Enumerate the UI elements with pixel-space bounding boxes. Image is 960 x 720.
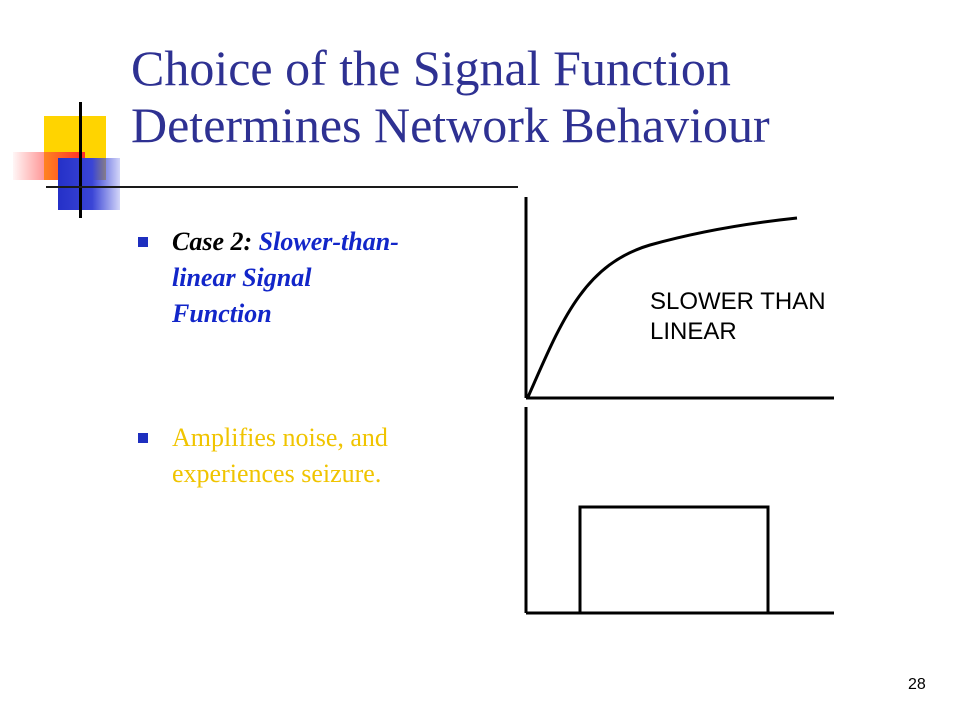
rectangular-pulse <box>578 505 770 613</box>
case-line-1: Slower-than- <box>258 227 399 256</box>
bullet-marker-1 <box>138 237 148 247</box>
decor-vertical-line <box>79 102 82 218</box>
case-prefix: Case 2: <box>172 227 259 256</box>
page-number: 28 <box>908 676 926 693</box>
slide-title: Choice of the Signal Function Determines… <box>131 40 931 154</box>
bullet-case-2: Case 2: Slower-than- linear Signal Funct… <box>172 224 502 332</box>
case-line-2: linear Signal <box>172 263 312 292</box>
signal-function-curve-diagram <box>524 197 834 400</box>
label-line-1: SLOWER THAN <box>650 288 826 315</box>
case-line-3: Function <box>172 299 272 328</box>
slower-than-linear-curve <box>526 216 798 398</box>
amplifies-line-2: experiences seizure. <box>172 459 382 488</box>
slide-title-line-1: Choice of the Signal Function <box>131 40 731 96</box>
decor-blue-gradient-square <box>58 158 120 210</box>
bullet-amplifies-noise: Amplifies noise, and experiences seizure… <box>172 420 502 492</box>
bullet-marker-2 <box>138 433 148 443</box>
amplifies-line-1: Amplifies noise, and <box>172 423 388 452</box>
slower-than-linear-label: SLOWER THAN LINEAR <box>650 287 826 347</box>
title-underline <box>46 186 518 188</box>
label-line-2: LINEAR <box>650 318 737 345</box>
pulse-diagram <box>524 407 834 615</box>
slide-title-line-2: Determines Network Behaviour <box>131 97 770 153</box>
